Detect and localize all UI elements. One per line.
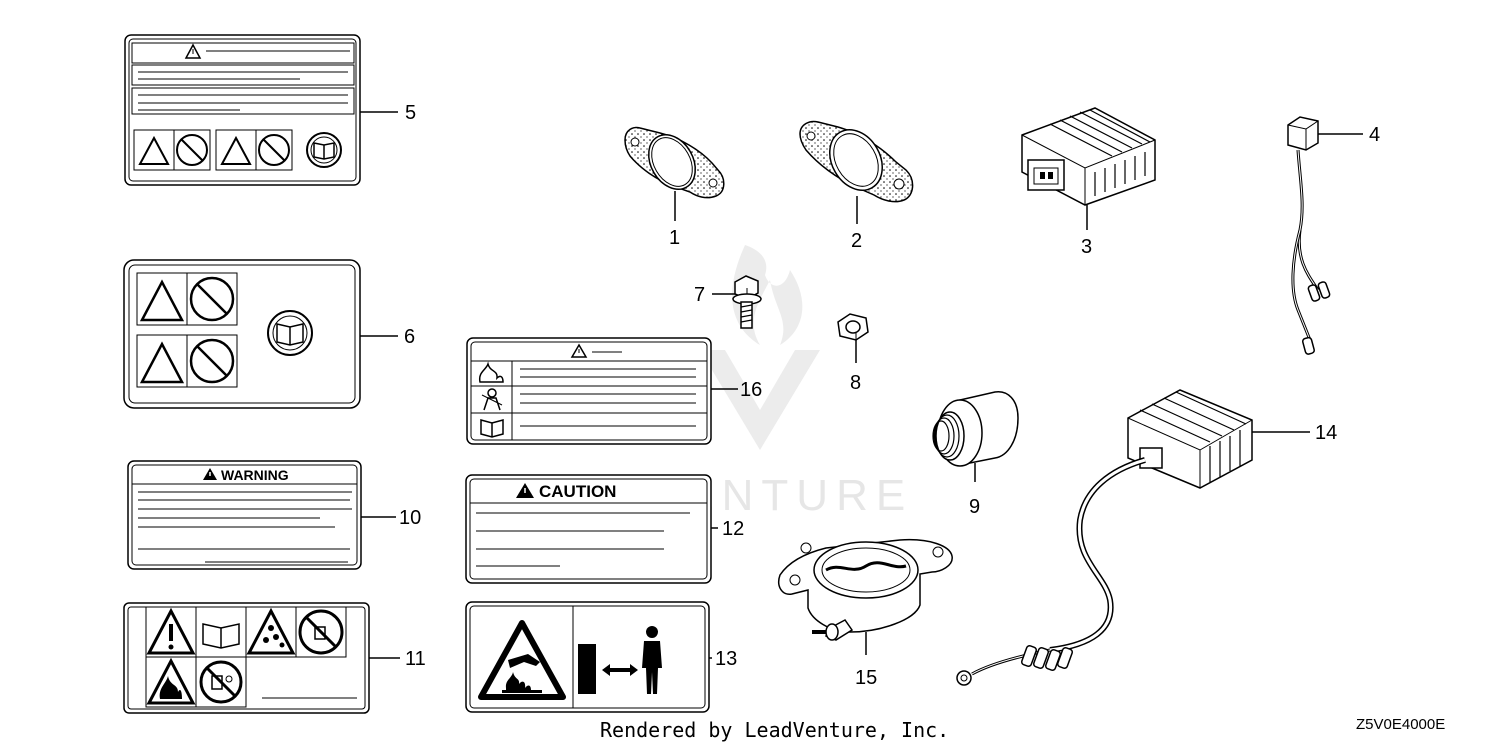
callout-10: 10	[399, 507, 421, 529]
label-6[interactable]	[123, 259, 361, 409]
callout-13: 13	[715, 648, 737, 670]
label-10-warning[interactable]: WARNING	[127, 460, 362, 570]
caution-heading: CAUTION	[539, 482, 616, 501]
callout-7: 7	[694, 284, 705, 306]
harness-part-4[interactable]	[1287, 116, 1331, 355]
no-refuel-icon	[195, 656, 247, 708]
callout-8: 8	[850, 372, 861, 394]
callout-6: 6	[404, 326, 415, 348]
manual-book-icon	[306, 132, 342, 168]
warning-triangle-icon	[570, 343, 588, 358]
prohibited-icon	[186, 272, 238, 326]
warning-triangle-icon	[184, 43, 202, 59]
no-fire-icon	[295, 606, 347, 658]
prohibited-icon	[255, 129, 293, 171]
manual-book-icon	[480, 419, 504, 438]
regulator-part-14[interactable]	[956, 389, 1253, 686]
regulator-part-3[interactable]	[1021, 107, 1156, 206]
fuel-pump-part-15[interactable]	[778, 538, 953, 641]
keep-distance-icon	[578, 626, 662, 694]
callout-3: 3	[1081, 236, 1092, 258]
bolt-part-7[interactable]	[732, 275, 762, 329]
hot-surface-warning-icon	[478, 620, 566, 700]
gasket-part-1[interactable]	[624, 126, 725, 199]
label-13[interactable]	[465, 601, 710, 713]
gasket-part-2[interactable]	[799, 120, 914, 203]
nut-part-8[interactable]	[837, 313, 869, 341]
callout-2: 2	[851, 230, 862, 252]
label-12-caution[interactable]: CAUTION	[465, 474, 712, 584]
cap-part-9[interactable]	[932, 391, 1019, 467]
person-hazard-icon	[481, 388, 503, 411]
manual-book-icon	[267, 310, 313, 356]
callout-15: 15	[855, 667, 877, 689]
callout-12: 12	[722, 518, 744, 540]
callout-14: 14	[1315, 422, 1337, 444]
label-16[interactable]	[466, 337, 712, 445]
prohibited-icon	[186, 334, 238, 388]
callout-4: 4	[1369, 124, 1380, 146]
explosion-hazard-icon	[245, 606, 297, 658]
callout-1: 1	[669, 227, 680, 249]
label-11[interactable]	[123, 602, 370, 714]
callout-5: 5	[405, 102, 416, 124]
prohibited-icon	[173, 129, 211, 171]
warning-heading: WARNING	[221, 467, 289, 483]
callout-16: 16	[740, 379, 762, 401]
rendered-by-credit: Rendered by LeadVenture, Inc.	[600, 718, 950, 742]
callout-11: 11	[405, 648, 426, 670]
warning-triangle-icon	[203, 468, 217, 480]
diagram-code: Z5V0E4000E	[1356, 716, 1446, 733]
fire-icon	[478, 361, 504, 383]
label-5[interactable]	[124, 34, 361, 186]
callout-9: 9	[969, 496, 980, 518]
warning-triangle-icon	[516, 483, 534, 498]
